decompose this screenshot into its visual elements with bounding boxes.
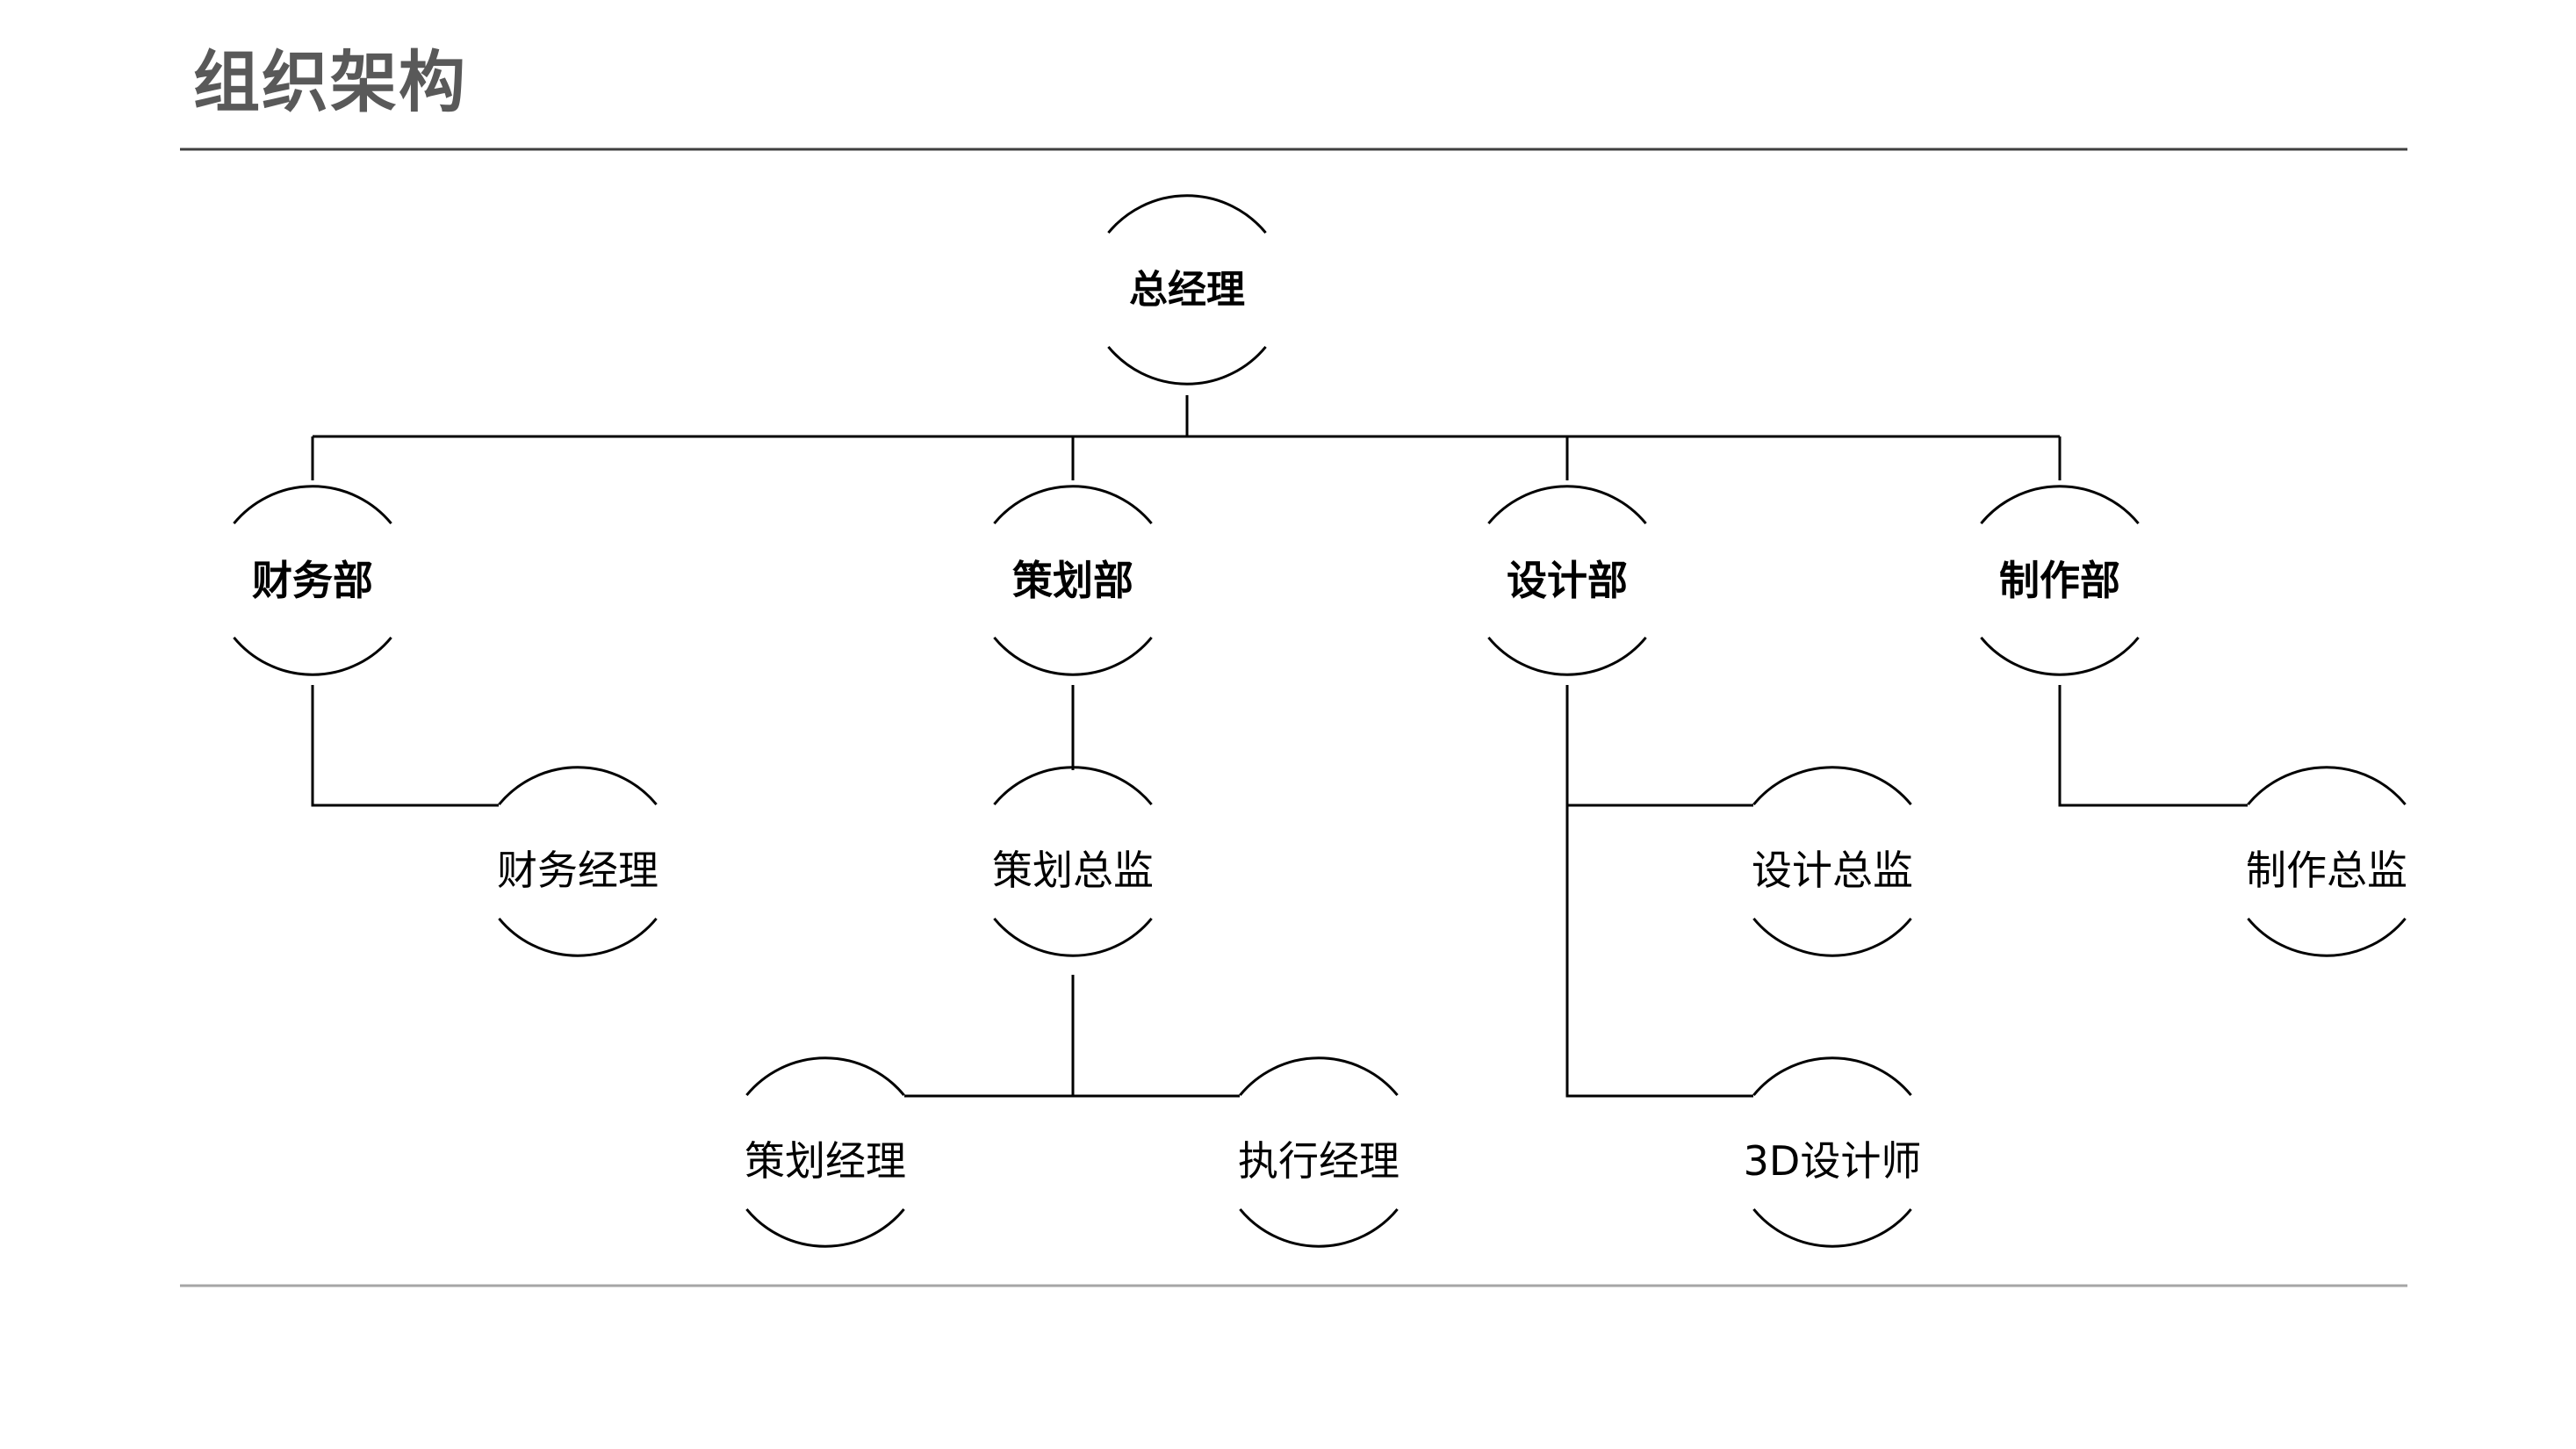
node-label: 制作部 <box>1999 557 2120 604</box>
node-frame <box>498 766 658 957</box>
node-label: 执行经理 <box>1238 1137 1400 1185</box>
node-label: 设计总监 <box>1752 847 1913 894</box>
node-execution-manager[interactable]: 执行经理 <box>1238 1056 1400 1248</box>
node-label: 设计部 <box>1507 557 1628 604</box>
node-frame <box>1752 766 1912 957</box>
node-design-director[interactable]: 设计总监 <box>1752 766 1913 957</box>
node-frame <box>1752 1056 1912 1248</box>
node-frame <box>993 485 1153 676</box>
node-frame <box>2247 766 2407 957</box>
node-dept-planning[interactable]: 策划部 <box>993 485 1153 676</box>
node-label: 总经理 <box>1129 268 1245 313</box>
node-dept-design[interactable]: 设计部 <box>1487 485 1647 676</box>
node-planning-director[interactable]: 策划总监 <box>992 766 1154 957</box>
node-production-director[interactable]: 制作总监 <box>2246 766 2407 957</box>
node-dept-finance[interactable]: 财务部 <box>233 485 392 676</box>
node-label: 3D设计师 <box>1744 1137 1922 1185</box>
node-label: 策划部 <box>1012 557 1133 604</box>
node-frame <box>745 1056 905 1248</box>
node-label: 策划总监 <box>992 847 1154 894</box>
node-dept-production[interactable]: 制作部 <box>1980 485 2140 676</box>
node-label: 制作总监 <box>2246 847 2407 894</box>
node-3d-designer[interactable]: 3D设计师 <box>1744 1056 1922 1248</box>
connector-lines <box>311 395 2248 1098</box>
node-label: 财务部 <box>252 557 373 604</box>
node-ceo[interactable]: 总经理 <box>1107 194 1267 386</box>
node-frame <box>1239 1056 1399 1248</box>
node-frame <box>993 766 1153 957</box>
node-label: 策划经理 <box>745 1137 906 1185</box>
node-planning-manager[interactable]: 策划经理 <box>745 1056 906 1248</box>
node-finance-manager[interactable]: 财务经理 <box>497 766 658 957</box>
page-title: 组织架构 <box>193 43 467 121</box>
node-label: 财务经理 <box>497 847 658 894</box>
node-frame <box>233 485 392 676</box>
node-frame <box>1107 194 1267 386</box>
node-frame <box>1980 485 2140 676</box>
node-frame <box>1487 485 1647 676</box>
